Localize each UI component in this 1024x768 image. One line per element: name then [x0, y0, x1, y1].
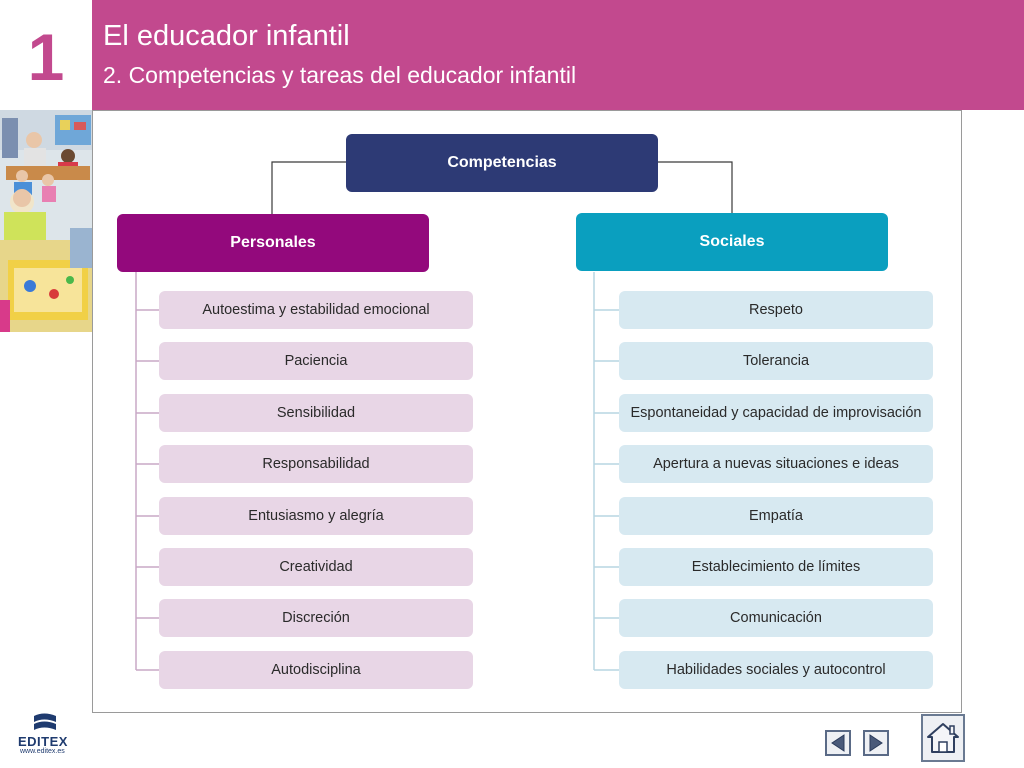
- next-slide-button[interactable]: [863, 730, 889, 756]
- arrow-right-icon: [869, 734, 883, 752]
- personal-item: Paciencia: [159, 342, 473, 380]
- chapter-number: 1: [27, 20, 65, 94]
- editex-logo: [18, 712, 74, 756]
- social-item: Habilidades sociales y autocontrol: [619, 651, 933, 689]
- social-item: Apertura a nuevas situaciones e ideas: [619, 445, 933, 483]
- diagram-connectors: [135, 161, 733, 671]
- personal-item: Responsabilidad: [159, 445, 473, 483]
- root-node-competencias: Competencias: [346, 134, 658, 192]
- classroom-photo-illustration: [0, 110, 93, 332]
- classroom-photo: [0, 110, 93, 332]
- social-item: Tolerancia: [619, 342, 933, 380]
- header-bar: El educador infantil 2. Competencias y t…: [92, 0, 1024, 110]
- personal-item: Sensibilidad: [159, 394, 473, 432]
- social-item: Comunicación: [619, 599, 933, 637]
- personal-item: Autodisciplina: [159, 651, 473, 689]
- previous-slide-button[interactable]: [825, 730, 851, 756]
- personal-item: Autoestima y estabilidad emocional: [159, 291, 473, 329]
- home-icon: [927, 723, 959, 753]
- home-button[interactable]: [921, 714, 965, 762]
- chapter-number-box: 1: [0, 0, 92, 110]
- social-item: Establecimiento de límites: [619, 548, 933, 586]
- editex-url: www.editex.es: [20, 748, 65, 755]
- personal-item: Discreción: [159, 599, 473, 637]
- personal-item: Entusiasmo y alegría: [159, 497, 473, 535]
- editex-logo-icon: [34, 713, 56, 730]
- page-subtitle: 2. Competencias y tareas del educador in…: [103, 62, 577, 88]
- arrow-left-icon: [831, 734, 845, 752]
- personal-item: Creatividad: [159, 548, 473, 586]
- branch-node-personales: Personales: [117, 214, 429, 272]
- social-item: Espontaneidad y capacidad de improvisaci…: [619, 394, 933, 432]
- editex-logo-text: EDITEX: [18, 734, 68, 749]
- branch-node-sociales: Sociales: [576, 213, 888, 271]
- social-item: Respeto: [619, 291, 933, 329]
- social-item: Empatía: [619, 497, 933, 535]
- competencias-diagram: Competencias Personales Sociales Autoest…: [92, 110, 962, 713]
- page-title: El educador infantil: [103, 20, 350, 52]
